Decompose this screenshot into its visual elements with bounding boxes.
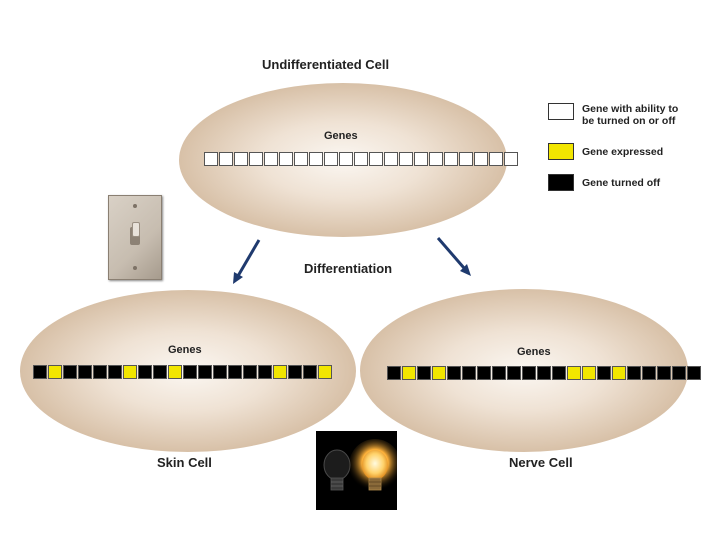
gene-off bbox=[657, 366, 671, 380]
gene-off bbox=[552, 366, 566, 380]
gene-on bbox=[582, 366, 596, 380]
gene-open bbox=[234, 152, 248, 166]
gene-off bbox=[138, 365, 152, 379]
gene-open bbox=[384, 152, 398, 166]
light-switch-icon bbox=[108, 195, 162, 280]
gene-off bbox=[78, 365, 92, 379]
gene-row-nerve bbox=[387, 366, 702, 380]
light-bulb-off-icon bbox=[323, 449, 351, 491]
nerve-cell-title: Nerve Cell bbox=[509, 455, 573, 470]
gene-off bbox=[687, 366, 701, 380]
genes-label: Genes bbox=[324, 130, 358, 142]
differentiation-label: Differentiation bbox=[304, 261, 393, 276]
gene-on bbox=[402, 366, 416, 380]
gene-open bbox=[444, 152, 458, 166]
gene-off bbox=[183, 365, 197, 379]
gene-open bbox=[339, 152, 353, 166]
gene-open bbox=[354, 152, 368, 166]
legend-text-open: Gene with ability to be turned on or off bbox=[582, 103, 679, 127]
gene-off bbox=[627, 366, 641, 380]
gene-open bbox=[219, 152, 233, 166]
gene-off bbox=[507, 366, 521, 380]
gene-off bbox=[522, 366, 536, 380]
arrow-to-skin-cell bbox=[236, 239, 261, 277]
gene-off bbox=[258, 365, 272, 379]
genes-label: Genes bbox=[168, 344, 202, 356]
gene-open bbox=[369, 152, 383, 166]
gene-open bbox=[249, 152, 263, 166]
gene-off bbox=[597, 366, 611, 380]
gene-open bbox=[294, 152, 308, 166]
gene-open bbox=[504, 152, 518, 166]
gene-on bbox=[318, 365, 332, 379]
gene-off bbox=[243, 365, 257, 379]
gene-open bbox=[264, 152, 278, 166]
gene-on bbox=[432, 366, 446, 380]
gene-off bbox=[303, 365, 317, 379]
nerve-cell: Genes bbox=[360, 289, 701, 452]
gene-open bbox=[489, 152, 503, 166]
genes-label: Genes bbox=[517, 346, 551, 358]
gene-open bbox=[279, 152, 293, 166]
gene-on bbox=[48, 365, 62, 379]
gene-off bbox=[447, 366, 461, 380]
gene-off bbox=[642, 366, 656, 380]
skin-cell-title: Skin Cell bbox=[157, 455, 212, 470]
gene-off bbox=[288, 365, 302, 379]
undifferentiated-cell: Genes bbox=[179, 83, 518, 237]
gene-on bbox=[273, 365, 287, 379]
undifferentiated-cell-title: Undifferentiated Cell bbox=[262, 57, 390, 72]
gene-off bbox=[477, 366, 491, 380]
legend-swatch-off bbox=[548, 174, 574, 191]
gene-on bbox=[567, 366, 581, 380]
skin-cell: Genes bbox=[20, 290, 356, 452]
arrow-to-skin-cell-head bbox=[233, 272, 243, 284]
gene-off bbox=[108, 365, 122, 379]
gene-open bbox=[324, 152, 338, 166]
legend-swatch-open bbox=[548, 103, 574, 120]
gene-open bbox=[414, 152, 428, 166]
gene-off bbox=[198, 365, 212, 379]
gene-off bbox=[417, 366, 431, 380]
switch-screw-top bbox=[133, 204, 137, 208]
gene-open bbox=[399, 152, 413, 166]
gene-off bbox=[228, 365, 242, 379]
gene-row-skin bbox=[33, 365, 333, 379]
switch-toggle bbox=[132, 222, 140, 237]
gene-off bbox=[63, 365, 77, 379]
gene-on bbox=[123, 365, 137, 379]
light-bulbs-graphic bbox=[323, 439, 401, 491]
gene-on bbox=[168, 365, 182, 379]
gene-off bbox=[492, 366, 506, 380]
light-bulb-on-icon bbox=[349, 439, 401, 491]
gene-open bbox=[204, 152, 218, 166]
arrow-to-nerve-cell-head bbox=[460, 264, 471, 276]
legend-swatch-expressed bbox=[548, 143, 574, 160]
gene-off bbox=[672, 366, 686, 380]
arrow-to-nerve-cell bbox=[436, 237, 466, 269]
gene-off bbox=[33, 365, 47, 379]
gene-off bbox=[387, 366, 401, 380]
legend-text-expressed: Gene expressed bbox=[582, 146, 664, 158]
gene-off bbox=[537, 366, 551, 380]
legend-item-off: Gene turned off bbox=[548, 174, 712, 191]
gene-open bbox=[309, 152, 323, 166]
switch-screw-bottom bbox=[133, 266, 137, 270]
gene-off bbox=[93, 365, 107, 379]
light-bulbs-image bbox=[316, 431, 401, 510]
gene-open bbox=[429, 152, 443, 166]
gene-open bbox=[474, 152, 488, 166]
legend-item-open: Gene with ability to be turned on or off bbox=[548, 103, 712, 127]
gene-row-undifferentiated bbox=[204, 152, 519, 166]
legend-text-off: Gene turned off bbox=[582, 177, 661, 189]
gene-open bbox=[459, 152, 473, 166]
gene-on bbox=[612, 366, 626, 380]
gene-off bbox=[153, 365, 167, 379]
legend-item-expressed: Gene expressed bbox=[548, 143, 712, 160]
gene-off bbox=[462, 366, 476, 380]
gene-off bbox=[213, 365, 227, 379]
